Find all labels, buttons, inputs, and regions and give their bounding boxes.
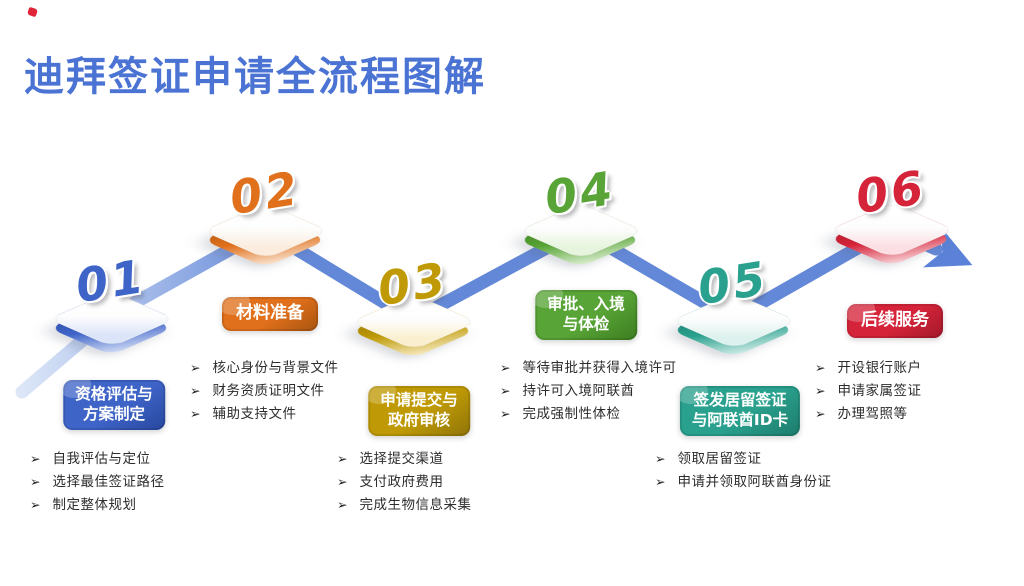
step-number: 05 xyxy=(694,250,772,316)
step-detail-list: ➢ 领取居留签证 ➢ 申请并领取阿联酋身份证 xyxy=(655,452,831,498)
arrow-bullet-icon: ➢ xyxy=(500,360,511,375)
step-number: 06 xyxy=(852,159,930,225)
list-item-text: 领取居留签证 xyxy=(677,451,762,467)
list-item: ➢ 持许可入境阿联酋 xyxy=(500,383,676,399)
list-item: ➢ 开设银行账户 xyxy=(815,360,922,376)
step-badge-line: 后续服务 xyxy=(861,310,929,330)
list-item-text: 选择提交渠道 xyxy=(359,451,444,467)
list-item-text: 自我评估与定位 xyxy=(52,451,151,467)
list-item: ➢ 支付政府费用 xyxy=(337,474,471,490)
list-item: ➢ 选择提交渠道 xyxy=(337,451,471,467)
step-badge: 资格评估与方案制定 xyxy=(63,380,165,430)
list-item: ➢ 等待审批并获得入境许可 xyxy=(500,360,677,376)
step-number: 04 xyxy=(541,160,619,226)
list-item-text: 财务资质证明文件 xyxy=(212,383,325,399)
arrow-bullet-icon: ➢ xyxy=(30,497,41,512)
arrow-bullet-icon: ➢ xyxy=(815,406,826,421)
step-badge: 材料准备 xyxy=(222,297,318,331)
arrow-bullet-icon: ➢ xyxy=(190,360,201,375)
arrow-bullet-icon: ➢ xyxy=(190,406,201,421)
arrow-bullet-icon: ➢ xyxy=(655,451,666,466)
step-detail-list: ➢ 选择提交渠道 ➢ 支付政府费用 ➢ 完成生物信息采集 xyxy=(337,452,471,521)
step-number: 03 xyxy=(374,251,452,317)
list-item-text: 完成强制性体检 xyxy=(522,406,621,422)
list-item-text: 等待审批并获得入境许可 xyxy=(522,360,677,376)
step-detail-list: ➢ 自我评估与定位 ➢ 选择最佳签证路径 ➢ 制定整体规划 xyxy=(30,452,164,521)
list-item: ➢ 申请家属签证 xyxy=(815,383,922,399)
arrow-bullet-icon: ➢ xyxy=(337,474,348,489)
list-item: ➢ 自我评估与定位 xyxy=(30,451,164,467)
step-badge: 签发居留签证与阿联酋ID卡 xyxy=(679,386,801,436)
list-item-text: 支付政府费用 xyxy=(359,474,444,490)
step-detail-list: ➢ 开设银行账户 ➢ 申请家属签证 ➢ 办理驾照等 xyxy=(815,361,921,430)
list-item-text: 辅助支持文件 xyxy=(212,406,297,422)
step-badge-line: 材料准备 xyxy=(236,303,304,323)
list-item-text: 完成生物信息采集 xyxy=(359,497,472,513)
step-badge-line: 与体检 xyxy=(562,314,610,333)
list-item-text: 核心身份与背景文件 xyxy=(212,360,339,376)
arrow-bullet-icon: ➢ xyxy=(500,406,511,421)
arrow-bullet-icon: ➢ xyxy=(815,383,826,398)
step-badge-line: 申请提交与 xyxy=(380,391,458,409)
step-badge-line: 审批、入境 xyxy=(547,295,625,313)
arrow-bullet-icon: ➢ xyxy=(337,497,348,512)
step-badge-line: 资格评估与 xyxy=(75,385,153,403)
arrow-bullet-icon: ➢ xyxy=(815,360,826,375)
list-item-text: 办理驾照等 xyxy=(837,406,908,422)
list-item-text: 申请并领取阿联酋身份证 xyxy=(677,474,832,490)
list-item: ➢ 领取居留签证 xyxy=(655,451,831,467)
list-item: ➢ 制定整体规划 xyxy=(30,497,164,513)
step-badge: 后续服务 xyxy=(847,304,943,338)
step-number: 02 xyxy=(226,160,304,226)
step-number: 01 xyxy=(72,248,150,314)
list-item-text: 申请家属签证 xyxy=(837,383,922,399)
list-item-text: 选择最佳签证路径 xyxy=(52,474,165,490)
step-badge: 审批、入境与体检 xyxy=(535,290,637,340)
arrow-bullet-icon: ➢ xyxy=(655,474,666,489)
step-badge-line: 与阿联酋ID卡 xyxy=(691,410,789,429)
list-item: ➢ 核心身份与背景文件 xyxy=(190,360,339,376)
step-badge-line: 政府审核 xyxy=(387,410,451,429)
list-item: ➢ 完成生物信息采集 xyxy=(337,497,472,513)
list-item: ➢ 申请并领取阿联酋身份证 xyxy=(655,474,832,490)
step-badge-line: 签发居留签证 xyxy=(693,391,787,409)
arrow-bullet-icon: ➢ xyxy=(30,451,41,466)
list-item: ➢ 选择最佳签证路径 xyxy=(30,474,165,490)
step-badge: 申请提交与政府审核 xyxy=(368,386,470,436)
list-item: ➢ 完成强制性体检 xyxy=(500,406,676,422)
step-detail-list: ➢ 核心身份与背景文件 ➢ 财务资质证明文件 ➢ 辅助支持文件 xyxy=(190,361,338,430)
step-badge-line: 方案制定 xyxy=(82,404,146,423)
list-item: ➢ 财务资质证明文件 xyxy=(190,383,338,399)
list-item-text: 持许可入境阿联酋 xyxy=(522,383,635,399)
list-item: ➢ 办理驾照等 xyxy=(815,406,921,422)
page-title: 迪拜签证申请全流程图解 xyxy=(24,54,486,100)
step-detail-list: ➢ 等待审批并获得入境许可 ➢ 持许可入境阿联酋 ➢ 完成强制性体检 xyxy=(500,361,676,430)
arrow-bullet-icon: ➢ xyxy=(337,451,348,466)
arrow-bullet-icon: ➢ xyxy=(30,474,41,489)
list-item-text: 开设银行账户 xyxy=(837,360,922,376)
corner-logo-mark xyxy=(26,6,39,18)
arrow-bullet-icon: ➢ xyxy=(500,383,511,398)
arrow-bullet-icon: ➢ xyxy=(190,383,201,398)
list-item: ➢ 辅助支持文件 xyxy=(190,406,338,422)
list-item-text: 制定整体规划 xyxy=(52,497,137,513)
